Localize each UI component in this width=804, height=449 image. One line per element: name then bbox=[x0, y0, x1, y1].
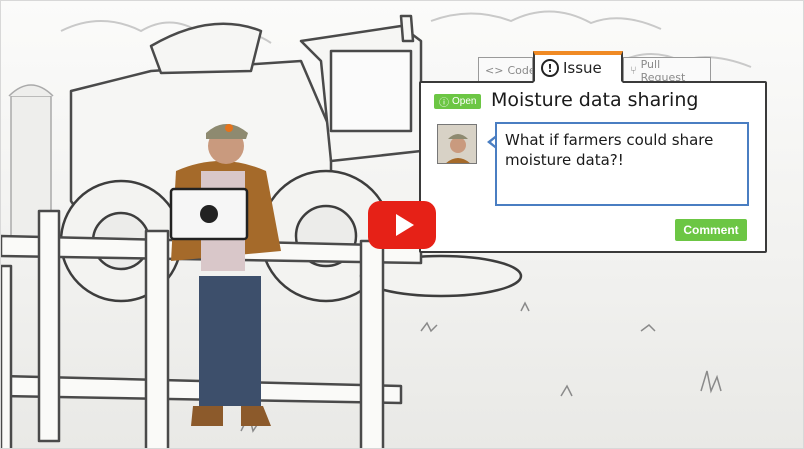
pull-request-icon: ⑂ bbox=[630, 64, 637, 77]
avatar bbox=[437, 124, 477, 164]
tab-pull-request[interactable]: ⑂ Pull Request bbox=[623, 57, 711, 84]
status-badge: ⓘ Open bbox=[434, 94, 482, 109]
issue-open-icon: ⓘ bbox=[439, 98, 449, 109]
tab-issue-label: Issue bbox=[563, 59, 602, 77]
tab-code[interactable]: <> Code bbox=[478, 57, 536, 83]
code-icon: <> bbox=[485, 64, 504, 77]
tab-code-label: Code bbox=[507, 64, 536, 77]
comment-button[interactable]: Comment bbox=[675, 219, 747, 241]
play-button[interactable] bbox=[368, 201, 436, 249]
comment-input[interactable]: What if farmers could share moisture dat… bbox=[495, 122, 749, 206]
issue-icon: ! bbox=[541, 59, 559, 77]
comment-caret-inner bbox=[491, 137, 497, 147]
tab-pull-request-label: Pull Request bbox=[640, 57, 686, 84]
status-label: Open bbox=[452, 96, 477, 107]
issue-title: Moisture data sharing bbox=[491, 89, 699, 111]
tab-issue[interactable]: ! Issue bbox=[533, 51, 623, 83]
play-icon bbox=[395, 214, 414, 236]
